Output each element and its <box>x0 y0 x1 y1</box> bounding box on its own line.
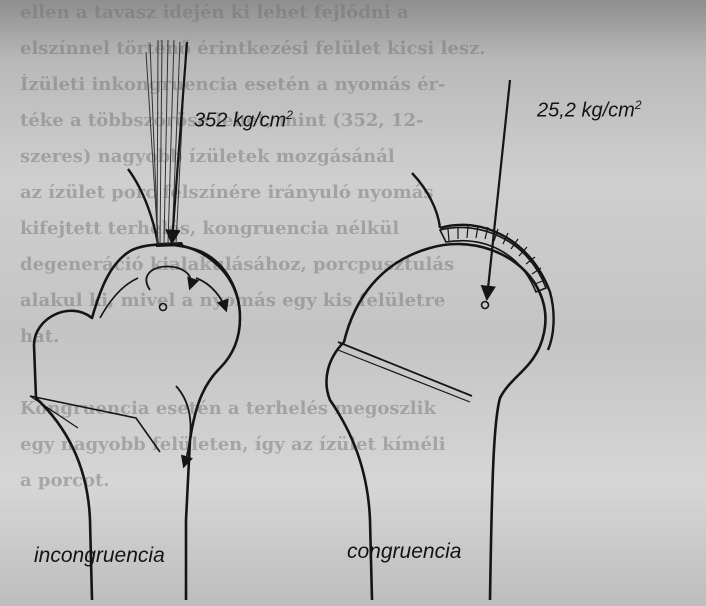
left-pressure-value: 352 kg/cm <box>194 110 286 132</box>
right-force-arrow <box>487 80 510 298</box>
right-caption: congruencia <box>347 540 461 564</box>
left-femoral-neck-line <box>100 278 138 318</box>
right-acetabulum-rim <box>412 173 440 228</box>
left-rotation-arrow <box>146 266 191 290</box>
left-pressure-label: 352 kg/cm2 <box>194 108 293 133</box>
right-pressure-value: 25,2 kg/cm <box>537 100 635 122</box>
left-caption: incongruencia <box>34 544 165 568</box>
left-osteotomy-line <box>30 396 160 452</box>
right-pressure-exponent: 2 <box>635 98 642 112</box>
left-joint-center <box>160 304 167 311</box>
left-acetabulum-rim <box>128 169 158 244</box>
right-osteotomy-line <box>338 342 472 396</box>
right-panel-congruencia <box>326 80 553 600</box>
right-osteotomy-line <box>338 350 470 402</box>
left-pressure-exponent: 2 <box>286 108 293 122</box>
left-rotation-arrow <box>196 278 226 310</box>
left-force-arrow <box>172 42 187 242</box>
right-joint-center <box>482 302 489 309</box>
right-pressure-label: 25,2 kg/cm2 <box>537 98 642 123</box>
